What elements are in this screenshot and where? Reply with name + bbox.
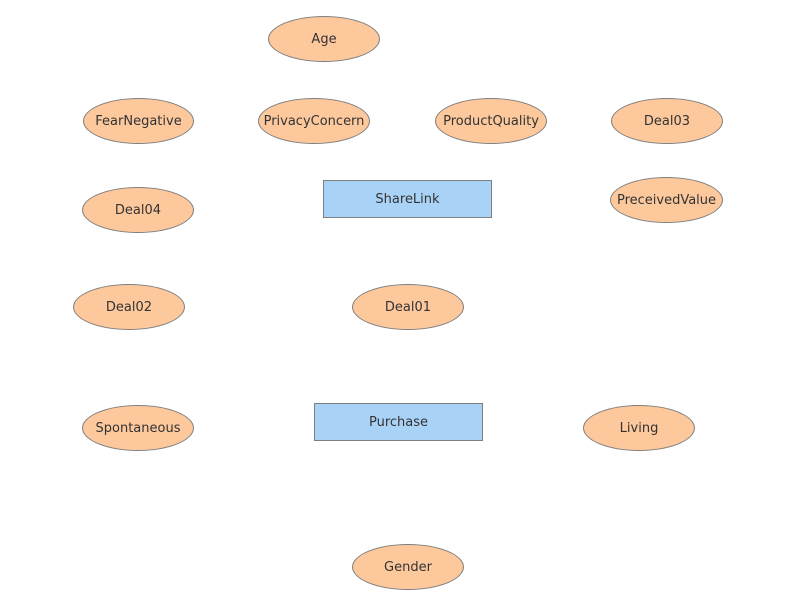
node-privacy-concern[interactable]: PrivacyConcern [258, 98, 370, 144]
node-fear-negative[interactable]: FearNegative [83, 98, 194, 144]
node-label: Gender [384, 559, 432, 575]
node-gender[interactable]: Gender [352, 544, 464, 590]
node-label: ShareLink [375, 191, 440, 207]
node-label: Living [619, 420, 659, 436]
node-label: Deal03 [643, 113, 691, 129]
node-label: Age [311, 31, 337, 47]
node-deal02[interactable]: Deal02 [73, 284, 185, 330]
node-share-link[interactable]: ShareLink [323, 180, 492, 218]
node-preceived-value[interactable]: PreceivedValue [610, 177, 723, 223]
node-deal03[interactable]: Deal03 [611, 98, 723, 144]
node-deal04[interactable]: Deal04 [82, 187, 194, 233]
node-purchase[interactable]: Purchase [314, 403, 483, 441]
node-deal01[interactable]: Deal01 [352, 284, 464, 330]
node-label: Deal04 [114, 202, 162, 218]
node-label: Spontaneous [95, 420, 181, 436]
node-label: FearNegative [95, 113, 182, 129]
node-label: ProductQuality [443, 113, 539, 129]
node-label: PreceivedValue [616, 192, 717, 208]
node-label: PrivacyConcern [263, 113, 365, 129]
node-living[interactable]: Living [583, 405, 695, 451]
node-spontaneous[interactable]: Spontaneous [82, 405, 194, 451]
node-product-quality[interactable]: ProductQuality [435, 98, 547, 144]
node-label: Purchase [368, 414, 429, 430]
node-label: Deal02 [105, 299, 153, 315]
node-label: Deal01 [384, 299, 432, 315]
node-age[interactable]: Age [268, 16, 380, 62]
